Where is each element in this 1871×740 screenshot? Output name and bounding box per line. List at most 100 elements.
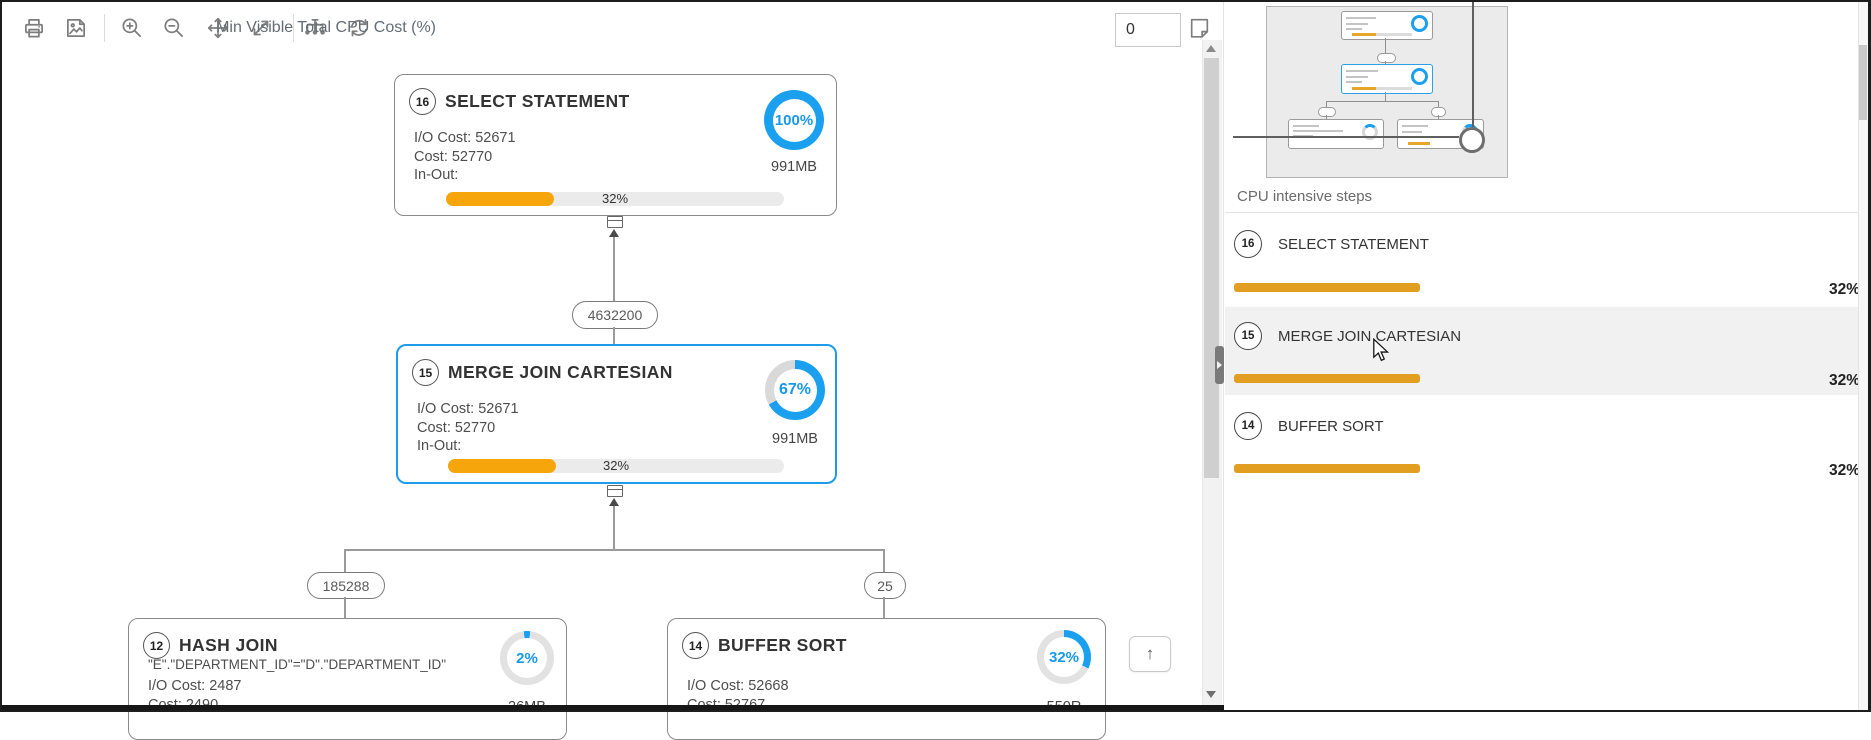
pan-icon	[207, 17, 229, 39]
refresh-icon	[351, 19, 367, 37]
node-progress-fill	[446, 192, 555, 206]
zoom-out-button[interactable]	[156, 10, 192, 46]
node-title: MERGE JOIN CARTESIAN	[448, 362, 673, 382]
node-io-cost: I/O Cost: 52671	[417, 401, 519, 417]
expand-icon	[253, 20, 269, 36]
step-cpu-bar	[1234, 283, 1420, 292]
node-predicate: "E"."DEPARTMENT_ID"="D"."DEPARTMENT_ID"	[148, 657, 447, 672]
step-number-badge: 15	[1234, 322, 1262, 350]
scrollbar-down-arrow[interactable]	[1206, 691, 1216, 698]
edge-label-rows: 185288	[307, 572, 385, 599]
print-button[interactable]	[16, 10, 52, 46]
list-item-merge-join-cartesian[interactable]: 15 MERGE JOIN CARTESIAN	[1234, 322, 1461, 350]
step-cpu-pct: 32%	[1828, 462, 1860, 479]
minimap-node-selected	[1341, 64, 1433, 94]
node-step-number: 14	[682, 632, 709, 659]
step-number-badge: 16	[1234, 230, 1262, 258]
notes-button[interactable]	[1181, 10, 1217, 46]
print-icon	[25, 19, 43, 38]
plan-node-buffer-sort[interactable]: 14 BUFFER SORT I/O Cost: 52668 Cost: 527…	[667, 618, 1106, 740]
node-io-cost: I/O Cost: 2487	[148, 678, 242, 694]
refresh-button[interactable]	[341, 10, 377, 46]
canvas-scrollbar-thumb[interactable]	[1204, 58, 1219, 478]
cpu-donut: 67%	[765, 360, 825, 420]
note-page-icon	[1190, 18, 1208, 38]
edge-line	[613, 327, 615, 344]
minimap-viewport-handle[interactable]	[1459, 127, 1485, 153]
edge-line	[344, 549, 346, 572]
minimap-edge-label	[1377, 53, 1396, 63]
node-step-number: 12	[143, 632, 170, 659]
zoom-out-icon	[164, 18, 183, 37]
cpu-donut: 100%	[764, 90, 824, 150]
node-title: BUFFER SORT	[718, 635, 847, 655]
step-cpu-bar	[1234, 464, 1420, 473]
minimap-viewport-vline	[1472, 2, 1474, 127]
collapse-handle[interactable]	[607, 216, 623, 228]
page-vertical-scrollbar[interactable]	[1858, 2, 1869, 710]
window-border	[1868, 0, 1871, 712]
toolbar-separator	[293, 14, 294, 42]
scrollbar-up-arrow[interactable]	[1206, 45, 1216, 52]
node-size: 991MB	[771, 159, 817, 175]
export-image-button[interactable]	[58, 10, 94, 46]
splitter-arrow-icon	[1217, 361, 1222, 369]
cpu-donut: 2%	[500, 631, 554, 685]
list-item-select-statement[interactable]: 16 SELECT STATEMENT	[1234, 230, 1429, 258]
edge-line	[883, 549, 885, 572]
layout-tree-button[interactable]	[297, 10, 333, 46]
panel-header-divider	[1225, 212, 1861, 213]
step-label: SELECT STATEMENT	[1278, 235, 1429, 253]
edge-line	[613, 506, 615, 549]
node-stats: I/O Cost: 52671 Cost: 52770 In-Out:	[414, 129, 516, 185]
edge-arrow-up	[609, 498, 619, 506]
scroll-to-top-button[interactable]: ↑	[1129, 636, 1171, 672]
edge-line	[613, 237, 615, 301]
collapse-handle[interactable]	[607, 485, 623, 497]
minimap-node	[1288, 119, 1384, 149]
toolbar-separator	[104, 14, 105, 42]
zoom-in-button[interactable]	[114, 10, 150, 46]
cpu-filter-label: Min Visible Total CPU Cost (%)	[216, 19, 436, 36]
minimap-viewport-hline	[1233, 136, 1459, 138]
step-number-badge: 14	[1234, 412, 1262, 440]
mouse-cursor	[1373, 338, 1390, 362]
hierarchy-icon	[305, 19, 325, 35]
node-size: 991MB	[772, 431, 818, 447]
node-io-cost: I/O Cost: 52671	[414, 130, 516, 146]
plan-node-merge-join-cartesian[interactable]: 15 MERGE JOIN CARTESIAN I/O Cost: 52671 …	[396, 344, 837, 484]
node-step-number: 15	[412, 359, 439, 386]
up-arrow-icon: ↑	[1145, 644, 1155, 663]
panel-splitter-handle[interactable]	[1215, 346, 1224, 384]
cpu-donut: 32%	[1037, 630, 1091, 684]
node-progress-pct: 32%	[602, 458, 630, 473]
zoom-in-icon	[122, 18, 141, 37]
window-border	[0, 0, 2, 712]
panel-header: CPU intensive steps	[1237, 188, 1373, 205]
step-label: MERGE JOIN CARTESIAN	[1278, 327, 1462, 345]
cpu-donut-pct: 32%	[1048, 648, 1080, 666]
node-progress-pct: 32%	[601, 191, 629, 206]
fit-to-window-button[interactable]	[243, 10, 279, 46]
list-item-buffer-sort[interactable]: 14 BUFFER SORT	[1234, 412, 1384, 440]
node-title: SELECT STATEMENT	[445, 91, 630, 111]
pan-button[interactable]	[200, 10, 236, 46]
cpu-filter-input[interactable]	[1115, 13, 1181, 47]
node-step-number: 16	[409, 88, 436, 115]
minimap-node	[1341, 11, 1433, 40]
node-cost: Cost: 52770	[414, 148, 493, 165]
node-progress-fill	[448, 459, 556, 473]
step-label: BUFFER SORT	[1278, 417, 1384, 435]
page-scrollbar-thumb[interactable]	[1859, 45, 1867, 120]
edge-label-rows: 25	[864, 572, 906, 599]
minimap-edge-label	[1318, 107, 1336, 117]
step-cpu-pct: 32%	[1828, 372, 1860, 389]
plan-node-hash-join[interactable]: 12 HASH JOIN "E"."DEPARTMENT_ID"="D"."DE…	[128, 618, 567, 740]
node-progress-bar: 32%	[446, 192, 784, 206]
plan-node-select-statement[interactable]: 16 SELECT STATEMENT I/O Cost: 52671 Cost…	[394, 74, 837, 216]
node-stats: I/O Cost: 52671 Cost: 52770 In-Out:	[417, 400, 519, 456]
node-progress-bar: 32%	[448, 459, 784, 473]
toolbar: Min Visible Total CPU Cost (%)	[2, 2, 1208, 50]
edge-label-rows: 4632200	[572, 301, 658, 329]
node-io-cost: I/O Cost: 52668	[687, 678, 789, 694]
